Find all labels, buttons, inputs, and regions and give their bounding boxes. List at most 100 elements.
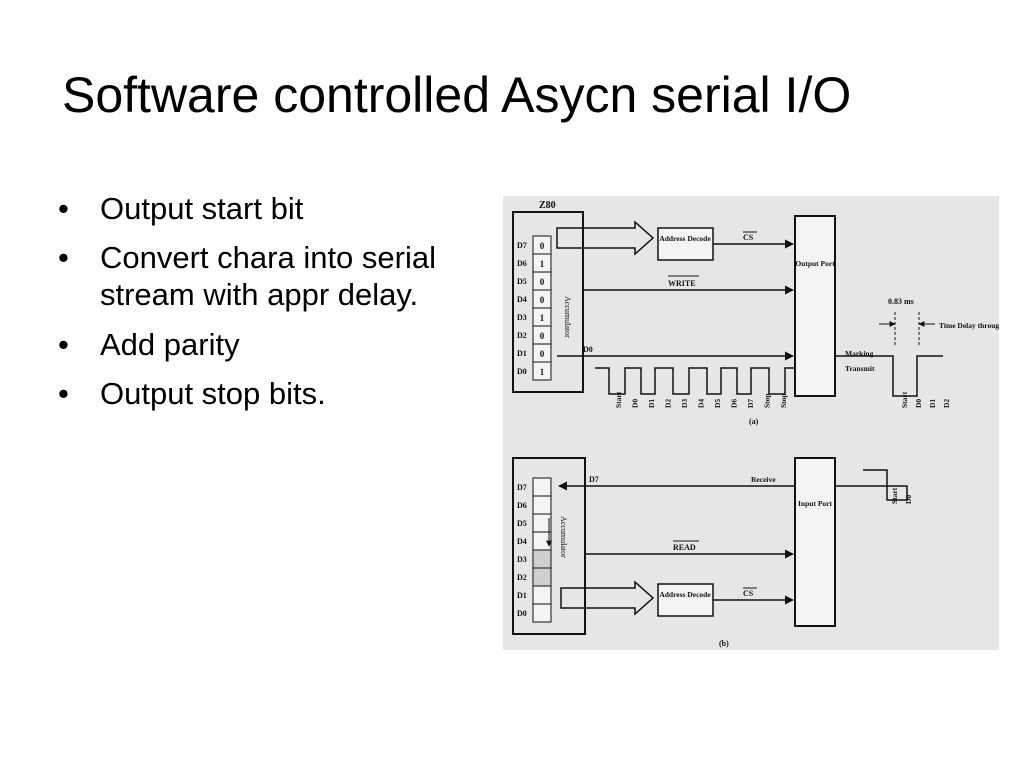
output-port-box [794, 215, 836, 397]
time-delay-label: Time Delay through Software [939, 321, 999, 330]
bus-arrow-b [560, 580, 655, 616]
bullet-item: • Output stop bits. [58, 375, 488, 412]
serial-bit-label: Stop [763, 393, 772, 408]
address-decode-label-b: Address Decode [659, 590, 711, 599]
serial-bit-label: D0 [631, 399, 640, 408]
register-bit-value: 0 [540, 277, 545, 287]
register-row-name: D5 [517, 519, 527, 528]
bullet-text: Add parity [100, 326, 240, 362]
register-bit-value: 0 [540, 331, 545, 341]
address-decode-label-a: Address Decode [659, 234, 711, 243]
accumulator-label-b: Accumulator [559, 516, 568, 558]
register-row-name: D2 [517, 573, 527, 582]
accumulator-label-a: Accumulator [563, 296, 572, 338]
address-decode-box-b [657, 583, 714, 617]
bullet-text: Convert chara into serial stream with ap… [100, 240, 436, 313]
register-row-name: D6 [517, 259, 527, 268]
marking-label: Marking [845, 349, 874, 358]
register-row-name: D4 [517, 537, 527, 546]
cpu-box-b [512, 457, 586, 635]
register-cell [532, 361, 552, 381]
serial-bit-label: Stop [779, 393, 788, 408]
register-cell [532, 477, 552, 497]
serial-bit-label: D6 [730, 399, 739, 408]
caption-b: (b) [719, 639, 729, 648]
register-row-name: D0 [517, 609, 527, 618]
cs-label-a: CS [743, 233, 754, 242]
register-row-name: D3 [517, 555, 527, 564]
write-label: WRITE [668, 279, 696, 288]
bullet-dot: • [58, 375, 69, 411]
output-bit-label: Start [900, 391, 909, 408]
output-port-label: Output Port [795, 259, 835, 268]
register-row-name: D0 [517, 367, 527, 376]
register-row-name: D1 [517, 591, 527, 600]
serial-bit-label: D1 [647, 399, 656, 408]
register-bit-value: 0 [540, 349, 545, 359]
register-cell [532, 603, 552, 623]
address-decode-box-a [657, 227, 714, 261]
bullet-dot: • [58, 240, 69, 276]
serial-bit-label: Start [614, 391, 623, 408]
input-port-label: Input Port [798, 499, 832, 508]
register-bit-value: 1 [540, 313, 545, 323]
serial-bit-label: D7 [746, 399, 755, 408]
input-port-box [794, 457, 836, 627]
timing-label: 0.83 ms [888, 297, 914, 306]
serial-bit-label: D4 [697, 399, 706, 408]
read-label: READ [673, 543, 696, 552]
serial-bit-label: D3 [680, 399, 689, 408]
input-bits-b: Start D0 [890, 487, 913, 504]
register-row-name: D3 [517, 313, 527, 322]
register-bit-value: 1 [540, 367, 545, 377]
bullet-list: • Output start bit • Convert chara into se… [58, 190, 488, 424]
d0-label-a: D0 [583, 345, 593, 354]
register-cell [532, 495, 552, 515]
z80-label: Z80 [539, 200, 556, 211]
input-bit-label: D0 [904, 495, 913, 504]
bullet-item: • Convert chara into serial stream with a… [58, 239, 488, 313]
serial-waveform-a [595, 367, 795, 395]
register-row-name: D7 [517, 241, 527, 250]
serial-bit-label: D2 [664, 399, 673, 408]
bus-arrow-a [556, 220, 655, 256]
bullet-dot: • [58, 326, 69, 362]
start-pulse-a [881, 355, 943, 397]
bullet-dot: • [58, 191, 69, 226]
register-row-name: D2 [517, 331, 527, 340]
register-bit-value: 0 [540, 295, 545, 305]
serial-bit-label: D5 [713, 399, 722, 408]
register-bit-value: 1 [540, 259, 545, 269]
register-cell [532, 549, 552, 569]
bullet-text: Output stop bits. [100, 375, 326, 411]
output-bit-label: D0 [914, 399, 923, 408]
slide-title: Software controlled Asycn serial I/O [62, 67, 852, 123]
z80-cpu-box [512, 211, 584, 393]
caption-a: (a) [749, 417, 759, 426]
bullet-text: Output start bit [100, 191, 304, 226]
output-bits-a: Start D0 D1 D2 [900, 391, 951, 408]
receive-label: Receive [751, 475, 776, 484]
register-row-name: D7 [517, 483, 527, 492]
register-row-name: D5 [517, 277, 527, 286]
register-cell [532, 585, 552, 605]
register-row-name: D6 [517, 501, 527, 510]
bullet-item: • Output start bit [58, 190, 488, 227]
transmit-label: Transmit [845, 364, 875, 373]
input-bit-label: Start [890, 487, 899, 504]
output-bit-label: D2 [942, 399, 951, 408]
d7-label-b: D7 [589, 475, 599, 484]
bullet-item: • Add parity [58, 326, 488, 363]
cs-label-b: CS [743, 589, 754, 598]
register-cell [532, 531, 552, 551]
register-cell [532, 567, 552, 587]
register-row-name: D1 [517, 349, 527, 358]
output-bit-label: D1 [928, 399, 937, 408]
start-pulse-b [835, 469, 908, 501]
